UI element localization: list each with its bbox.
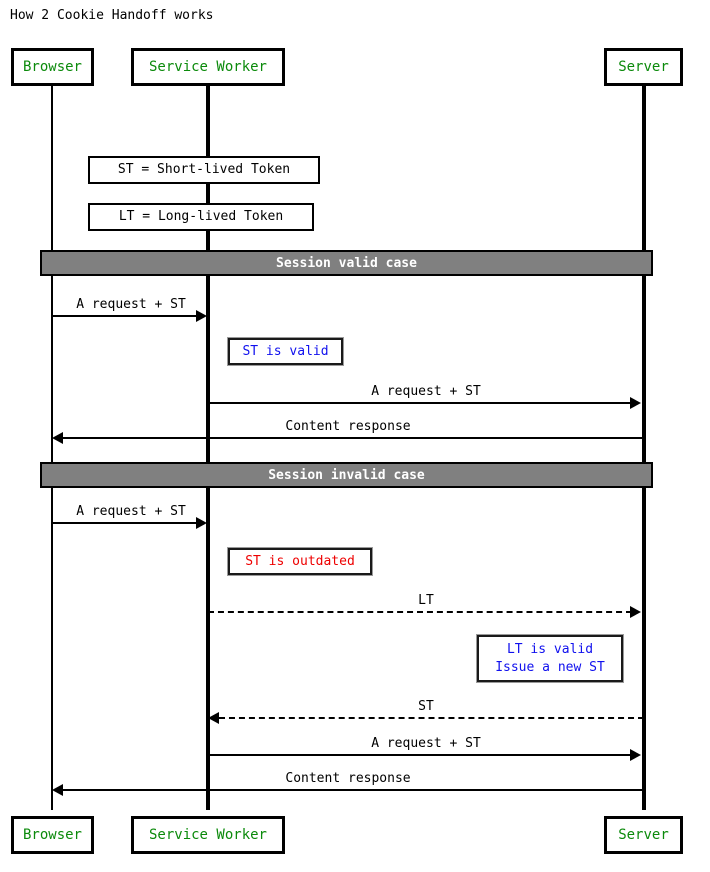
section-label: Session valid case bbox=[276, 255, 417, 271]
note-line: LT = Long-lived Token bbox=[118, 209, 284, 225]
message-label-m7: A request + ST bbox=[371, 736, 481, 751]
lifeline-server bbox=[642, 85, 646, 810]
message-line-m5 bbox=[208, 611, 632, 613]
note-line: ST is outdated bbox=[245, 553, 355, 569]
participant-label: Server bbox=[618, 827, 669, 843]
message-arrowhead-m7 bbox=[630, 749, 641, 761]
note-lt-definition: LT = Long-lived Token bbox=[88, 203, 314, 231]
message-line-m1 bbox=[52, 315, 198, 317]
participant-browser-bottom[interactable]: Browser bbox=[11, 816, 94, 854]
diagram-title: How 2 Cookie Handoff works bbox=[10, 8, 214, 23]
section-bar-session-invalid: Session invalid case bbox=[40, 462, 653, 488]
participant-server-top[interactable]: Server bbox=[604, 48, 683, 86]
message-label-m8: Content response bbox=[285, 771, 411, 786]
message-label-m6: ST bbox=[418, 699, 434, 714]
message-line-m3 bbox=[63, 437, 644, 439]
note-line: Issue a new ST bbox=[495, 659, 605, 675]
participant-label: Server bbox=[618, 59, 669, 75]
message-arrowhead-m3 bbox=[52, 432, 63, 444]
message-arrowhead-m6 bbox=[208, 712, 219, 724]
participant-label: Browser bbox=[22, 59, 82, 75]
message-label-m3: Content response bbox=[285, 419, 411, 434]
message-line-m2 bbox=[208, 402, 632, 404]
participant-server-bottom[interactable]: Server bbox=[604, 816, 683, 854]
note-st-is-outdated: ST is outdated bbox=[227, 547, 373, 576]
participant-browser-top[interactable]: Browser bbox=[11, 48, 94, 86]
participant-service-worker-bottom[interactable]: Service Worker bbox=[131, 816, 285, 854]
message-arrowhead-m1 bbox=[196, 310, 207, 322]
message-label-m2: A request + ST bbox=[371, 384, 481, 399]
note-line: ST = Short-lived Token bbox=[117, 162, 291, 178]
message-line-m4 bbox=[52, 522, 198, 524]
message-line-m8 bbox=[63, 789, 644, 791]
message-line-m7 bbox=[208, 754, 632, 756]
note-line: ST is valid bbox=[242, 343, 329, 359]
lifeline-browser bbox=[51, 85, 53, 810]
message-line-m6 bbox=[219, 717, 644, 719]
message-arrowhead-m8 bbox=[52, 784, 63, 796]
lifeline-service-worker bbox=[206, 85, 210, 810]
note-lt-is-valid: LT is valid Issue a new ST bbox=[476, 634, 624, 683]
note-st-is-valid: ST is valid bbox=[227, 337, 344, 366]
participant-label: Browser bbox=[22, 827, 82, 843]
section-label: Session invalid case bbox=[268, 467, 425, 483]
note-line: LT is valid bbox=[506, 641, 594, 657]
message-arrowhead-m4 bbox=[196, 517, 207, 529]
message-label-m5: LT bbox=[418, 593, 434, 608]
note-st-definition: ST = Short-lived Token bbox=[88, 156, 320, 184]
participant-label: Service Worker bbox=[148, 59, 267, 75]
message-label-m1: A request + ST bbox=[76, 297, 186, 312]
participant-label: Service Worker bbox=[148, 827, 267, 843]
participant-service-worker-top[interactable]: Service Worker bbox=[131, 48, 285, 86]
section-bar-session-valid: Session valid case bbox=[40, 250, 653, 276]
message-arrowhead-m5 bbox=[630, 606, 641, 618]
message-label-m4: A request + ST bbox=[76, 504, 186, 519]
message-arrowhead-m2 bbox=[630, 397, 641, 409]
